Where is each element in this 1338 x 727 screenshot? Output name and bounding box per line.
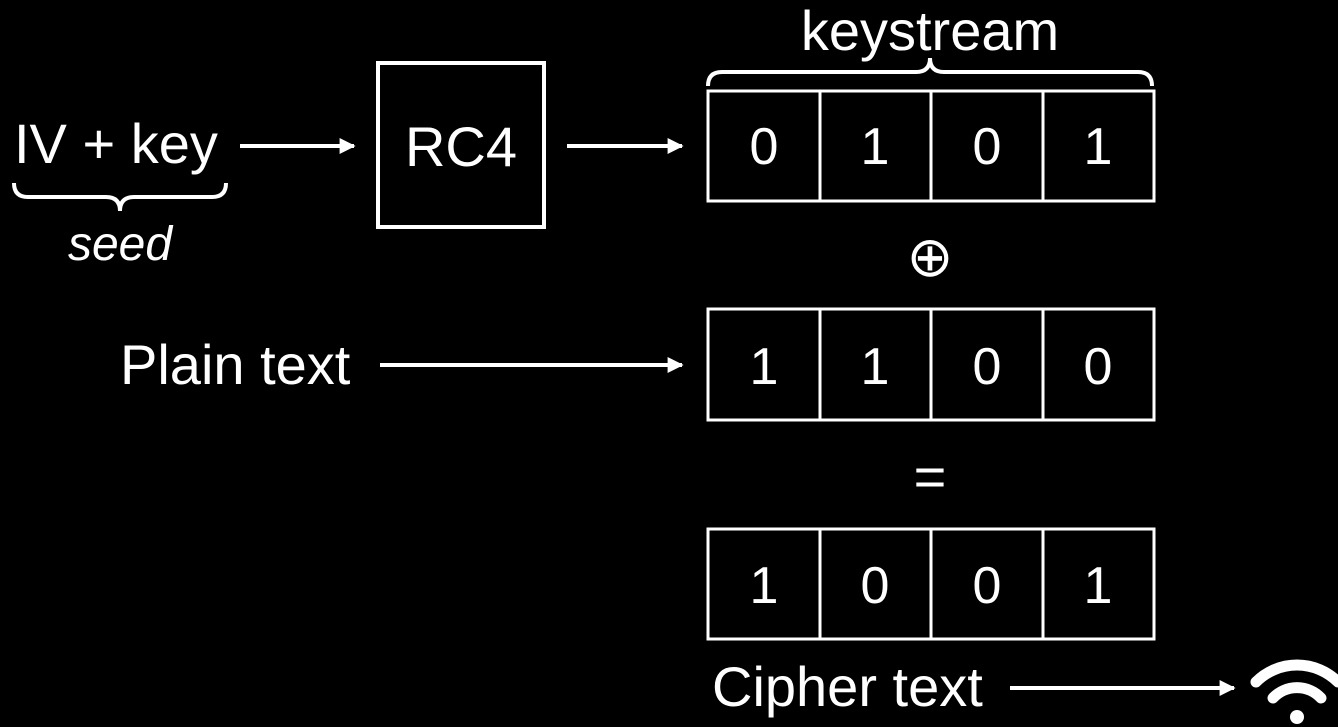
equals-symbol: = bbox=[914, 445, 947, 508]
seed-label: seed bbox=[68, 218, 173, 271]
keystream-brace bbox=[706, 57, 1154, 87]
keystream-bit: 1 bbox=[1084, 118, 1113, 176]
keystream-cell bbox=[1041, 89, 1156, 203]
seed-brace bbox=[12, 182, 228, 212]
ciphertext-bit: 1 bbox=[750, 557, 779, 615]
ciphertext-row: 1 0 0 1 bbox=[706, 527, 1156, 641]
keystream-bit: 0 bbox=[750, 118, 779, 176]
plaintext-bit: 1 bbox=[750, 338, 779, 396]
plaintext-cell bbox=[1041, 307, 1156, 422]
rc4-label: RC4 bbox=[405, 115, 517, 178]
rc4-box bbox=[376, 61, 546, 229]
keystream-row: 0 1 0 1 bbox=[706, 89, 1156, 203]
keystream-label: keystream bbox=[801, 0, 1059, 62]
ciphertext-label: Cipher text bbox=[712, 655, 983, 718]
iv-key-label: IV + key bbox=[14, 112, 218, 175]
keystream-bit: 0 bbox=[973, 118, 1002, 176]
ciphertext-bit: 0 bbox=[861, 557, 890, 615]
plaintext-bit: 1 bbox=[861, 338, 890, 396]
wifi-icon bbox=[1250, 659, 1338, 724]
plaintext-bit: 0 bbox=[973, 338, 1002, 396]
plaintext-label: Plain text bbox=[120, 333, 351, 396]
ciphertext-cell bbox=[1041, 527, 1156, 641]
plaintext-bit: 0 bbox=[1084, 338, 1113, 396]
keystream-bit: 1 bbox=[861, 118, 890, 176]
ciphertext-bit: 0 bbox=[973, 557, 1002, 615]
xor-symbol: ⊕ bbox=[907, 225, 954, 288]
plaintext-row: 1 1 0 0 bbox=[706, 307, 1156, 422]
ciphertext-bit: 1 bbox=[1084, 557, 1113, 615]
